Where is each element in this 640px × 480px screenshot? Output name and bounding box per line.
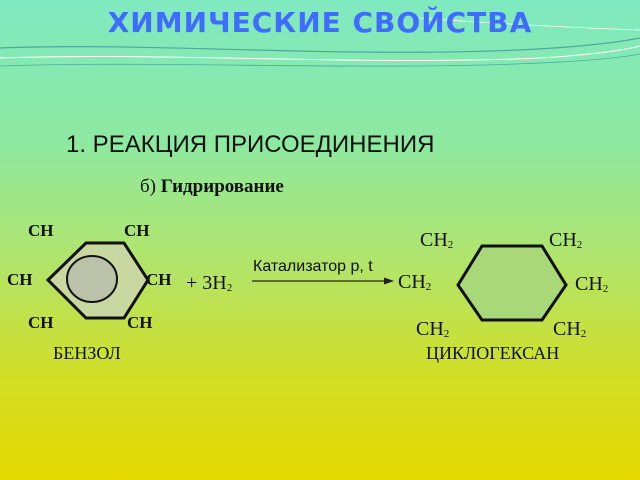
benzene-ch-top-left: CH (28, 221, 54, 240)
cyclohexane-ch2-left: CH2 (398, 271, 432, 293)
benzene-ch-left: CH (7, 270, 33, 289)
reagent-hydrogen: + 3H2 (186, 272, 233, 294)
subheading-term: Гидрирование (160, 176, 284, 197)
cyclohexane-ch2-top-right: CH2 (549, 229, 583, 251)
cyclohexane-ch2-right: CH2 (575, 273, 609, 295)
section-heading: 1. РЕАКЦИЯ ПРИСОЕДИНЕНИЯ (66, 131, 435, 158)
cyclohexane-ch2-bottom-right: CH2 (553, 318, 587, 340)
catalyst-label: Катализатор р, t (253, 258, 373, 275)
cyclohexane-ch2-bottom-left: CH2 (416, 318, 450, 340)
reaction-arrowhead (384, 277, 394, 285)
benzene-name: БЕНЗОЛ (53, 343, 121, 363)
cyclohexane-ring (456, 244, 568, 322)
slide-title: ХИМИЧЕСКИЕ СВОЙСТВА (107, 6, 533, 39)
header-swoosh-decoration (0, 17, 640, 67)
benzene-aromatic-circle (66, 255, 118, 303)
cyclohexane-name: ЦИКЛОГЕКСАН (426, 343, 560, 363)
benzene-ch-bottom-left: CH (28, 313, 54, 332)
benzene-ch-right: CH (146, 270, 172, 289)
cyclohexane-ch2-top-left: CH2 (420, 229, 454, 251)
subheading-prefix: б) (140, 176, 156, 197)
subheading: б) Гидрирование (140, 176, 284, 198)
benzene-ch-top-right: CH (124, 221, 150, 240)
benzene-ch-bottom-right: CH (127, 313, 153, 332)
